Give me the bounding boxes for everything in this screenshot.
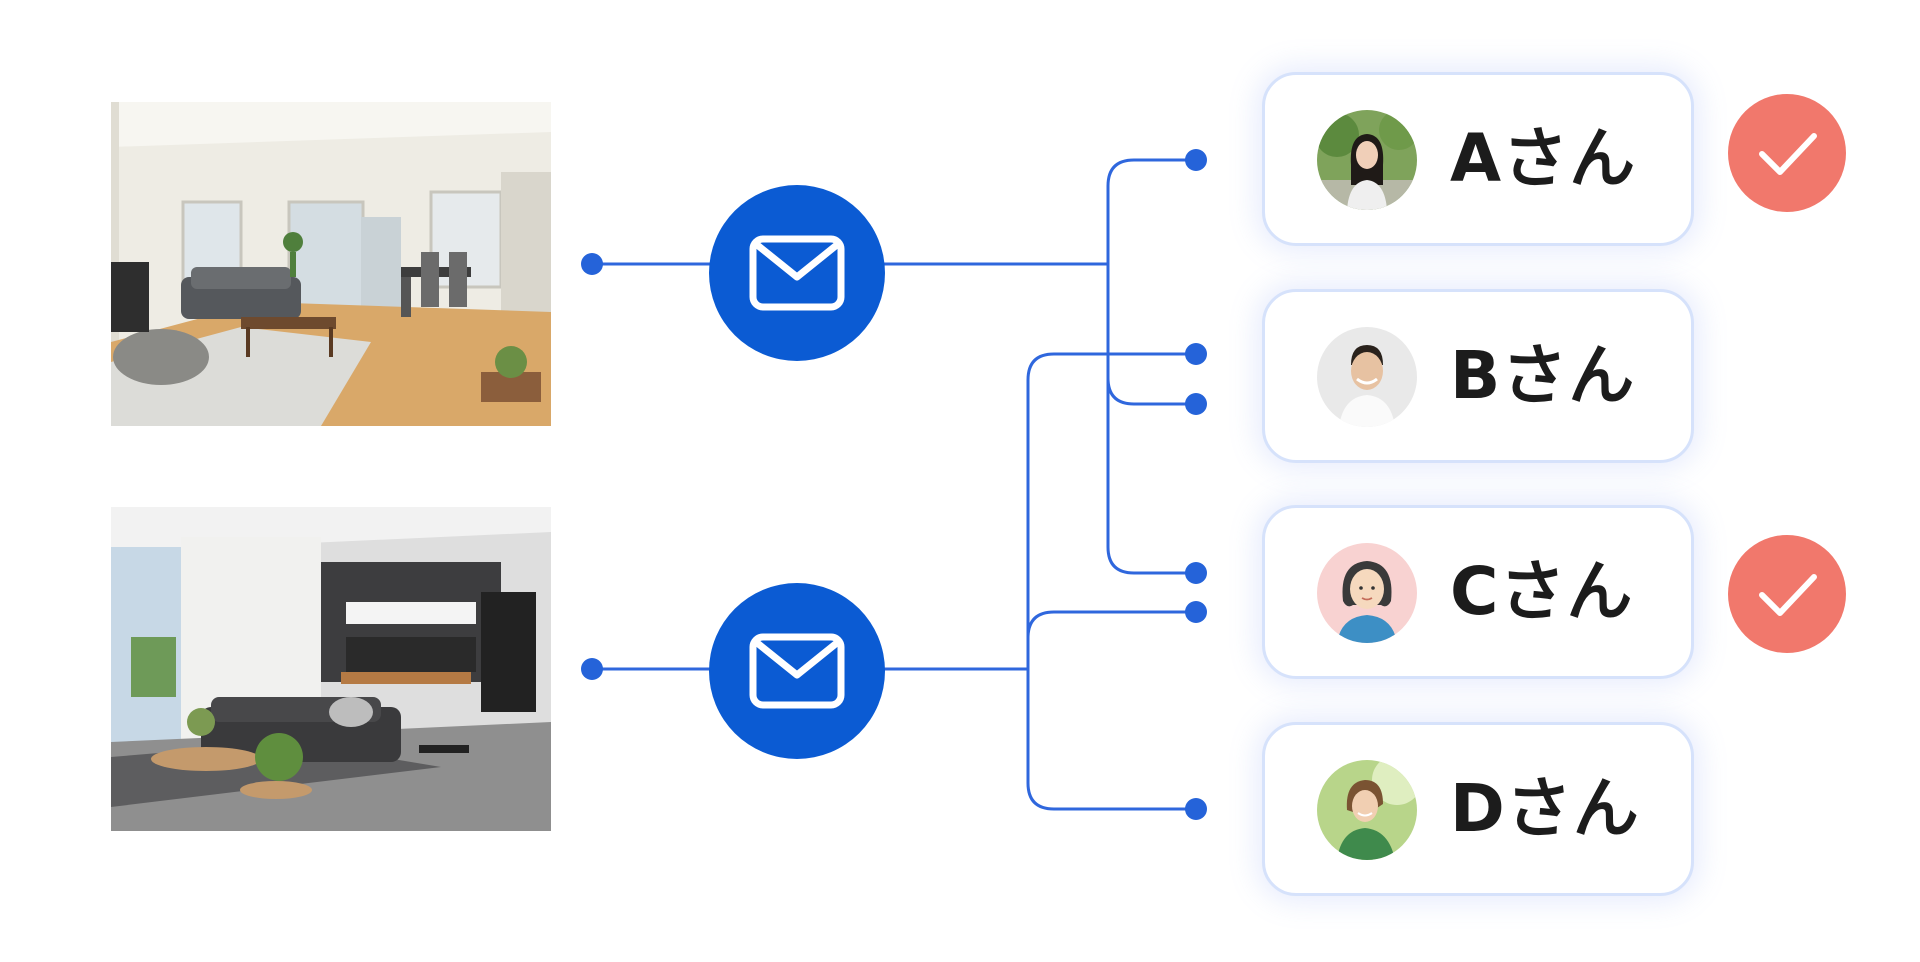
recipient-name: Cさん (1450, 553, 1634, 630)
connector-line (1026, 610, 1195, 669)
connector-dot (1185, 562, 1207, 584)
connector-line (1106, 158, 1195, 264)
check-icon (1728, 535, 1846, 653)
mail-icon (709, 583, 885, 759)
connector-line (1106, 264, 1195, 406)
connector-line (1106, 264, 1195, 575)
connector-dot (581, 253, 603, 275)
connector-line (1026, 352, 1195, 669)
living-room-modern-dark-photo (111, 507, 551, 831)
connector-line (1026, 669, 1195, 811)
recipient-name: Dさん (1450, 770, 1640, 847)
recipient-card-c[interactable]: Cさん (1262, 505, 1694, 679)
check-icon (1728, 94, 1846, 212)
recipient-card-d[interactable]: Dさん (1262, 722, 1694, 896)
connector-dot (1185, 393, 1207, 415)
connector-dot (1185, 343, 1207, 365)
recipient-card-b[interactable]: Bさん (1262, 289, 1694, 463)
recipient-name: Aさん (1450, 120, 1637, 197)
connector-dot (1185, 149, 1207, 171)
connector-dot (1185, 601, 1207, 623)
living-room-bright-photo (111, 102, 551, 426)
man-smiling-avatar (1317, 327, 1417, 427)
recipient-card-a[interactable]: Aさん (1262, 72, 1694, 246)
illustrated-woman-avatar (1317, 543, 1417, 643)
mail-icon (709, 185, 885, 361)
woman-outdoor-avatar (1317, 110, 1417, 210)
recipient-name: Bさん (1450, 337, 1636, 414)
woman-green-shirt-avatar (1317, 760, 1417, 860)
connector-dot (1185, 798, 1207, 820)
connector-dot (581, 658, 603, 680)
